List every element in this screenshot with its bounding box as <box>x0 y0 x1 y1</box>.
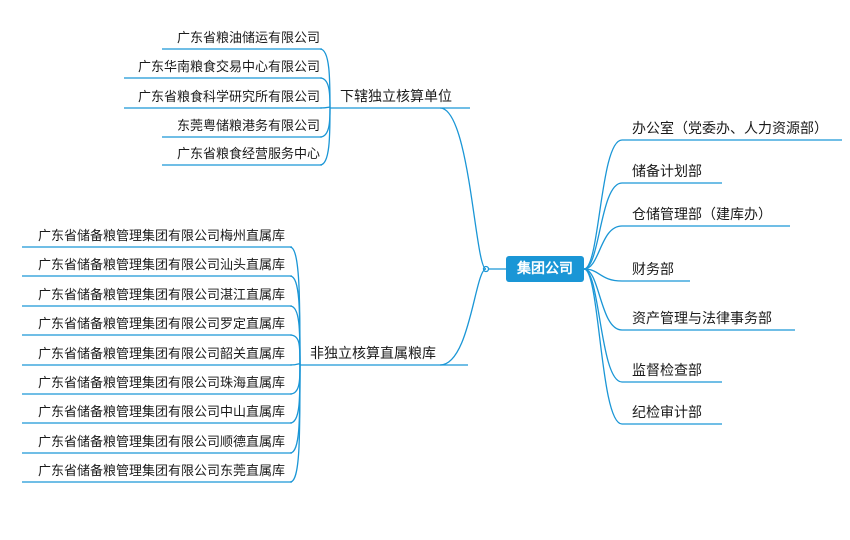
leaf-bottom-1[interactable]: 广东省储备粮管理集团有限公司梅州直属库 <box>37 229 285 244</box>
dept-finance[interactable]: 财务部 <box>632 262 674 278</box>
leaf-top-1[interactable]: 广东省粮油储运有限公司 <box>176 31 320 46</box>
leaf-bottom-4[interactable]: 广东省储备粮管理集团有限公司罗定直属库 <box>37 317 285 332</box>
dept-discipline-audit[interactable]: 纪检审计部 <box>632 405 702 421</box>
branch-direct-depots[interactable]: 非独立核算直属粮库 <box>310 346 436 362</box>
branch-independent-units[interactable]: 下辖独立核算单位 <box>340 89 452 105</box>
leaf-bottom-6[interactable]: 广东省储备粮管理集团有限公司珠海直属库 <box>37 376 285 391</box>
leaf-bottom-8[interactable]: 广东省储备粮管理集团有限公司顺德直属库 <box>37 435 285 450</box>
dept-warehouse-management[interactable]: 仓储管理部（建库办） <box>632 207 772 223</box>
leaf-top-5[interactable]: 广东省粮食经营服务中心 <box>176 147 320 162</box>
leaf-top-3[interactable]: 广东省粮食科学研究所有限公司 <box>137 90 320 105</box>
root-node[interactable]: 集团公司 <box>506 256 584 282</box>
leaf-top-2[interactable]: 广东华南粮食交易中心有限公司 <box>137 60 320 75</box>
leaf-bottom-7[interactable]: 广东省储备粮管理集团有限公司中山直属库 <box>37 405 285 420</box>
dept-reserve-planning[interactable]: 储备计划部 <box>632 164 702 180</box>
leaf-top-4[interactable]: 东莞粤储粮港务有限公司 <box>176 119 320 134</box>
leaf-bottom-9[interactable]: 广东省储备粮管理集团有限公司东莞直属库 <box>37 464 285 479</box>
leaf-bottom-2[interactable]: 广东省储备粮管理集团有限公司汕头直属库 <box>37 258 285 273</box>
dept-supervision[interactable]: 监督检查部 <box>632 363 702 379</box>
dept-asset-legal[interactable]: 资产管理与法律事务部 <box>632 311 772 327</box>
leaf-bottom-3[interactable]: 广东省储备粮管理集团有限公司湛江直属库 <box>37 288 285 303</box>
dept-office[interactable]: 办公室（党委办、人力资源部） <box>632 121 828 137</box>
leaf-bottom-5[interactable]: 广东省储备粮管理集团有限公司韶关直属库 <box>37 347 285 362</box>
